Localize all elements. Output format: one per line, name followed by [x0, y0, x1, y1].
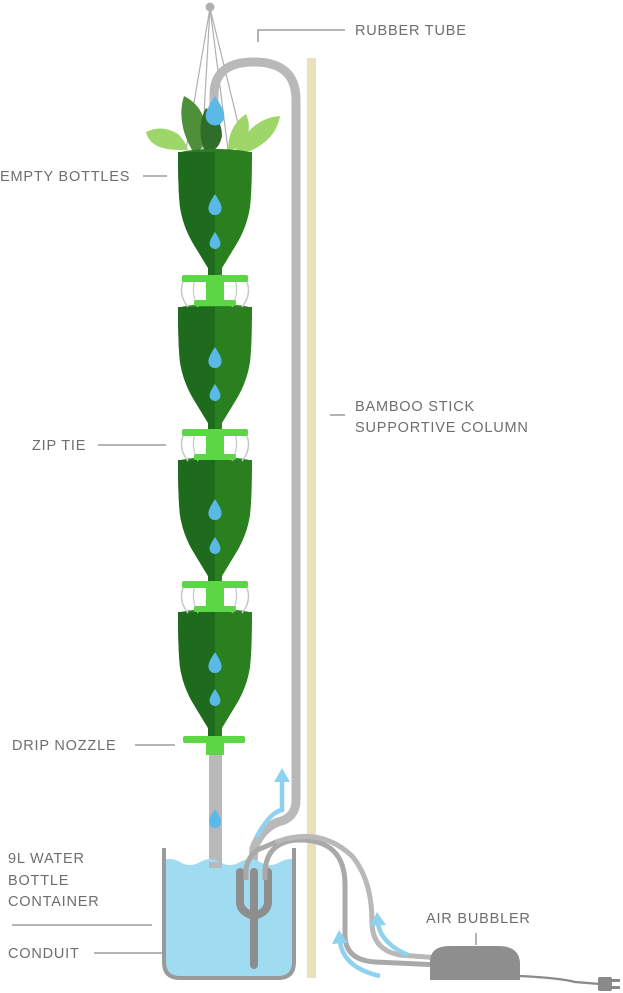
container-label-line1: 9L WATER [8, 851, 85, 867]
water-container [162, 848, 296, 980]
air-bubbler-label: AIR BUBBLER [426, 911, 531, 927]
air-bubbler-device [430, 946, 620, 991]
air-hose [262, 837, 441, 968]
flow-arrows [254, 768, 409, 979]
rubber-tube [209, 57, 301, 885]
leaf-icon [236, 116, 280, 152]
container-label-line3: CONTAINER [8, 894, 100, 910]
flow-arrow-icon [332, 930, 381, 979]
zip-tie-label: ZIP TIE [32, 438, 86, 454]
bottle-2 [178, 304, 252, 433]
container-water [164, 859, 294, 978]
air-hose-2 [243, 839, 277, 880]
leaf-icon [146, 128, 188, 150]
bamboo-stick-label: BAMBOO STICK [355, 399, 475, 415]
plug-icon [598, 977, 620, 991]
container-label-line2: BOTTLE [8, 873, 69, 889]
bottle-1 [178, 149, 252, 278]
leaf-icon [181, 96, 206, 150]
flow-arrow-icon [370, 912, 409, 958]
zip-tie-joint-2 [180, 429, 250, 462]
bamboo-stick [307, 58, 316, 978]
rubber-tube-label: RUBBER TUBE [355, 23, 467, 39]
bottle-3 [178, 457, 252, 586]
zip-tie-joint-1 [180, 275, 250, 308]
empty-bottles-label: EMPTY BOTTLES [0, 169, 130, 185]
plant [146, 96, 280, 152]
hook [205, 2, 215, 12]
conduit [236, 868, 272, 969]
drip-nozzle [183, 736, 245, 755]
drip-nozzle-label: DRIP NOZZLE [12, 738, 116, 754]
conduit-label: CONDUIT [8, 946, 80, 962]
flow-arrow-icon [254, 768, 290, 840]
zip-tie-joint-3 [180, 581, 250, 614]
bottle-4 [178, 609, 252, 738]
supportive-column-label: SUPPORTIVE COLUMN [355, 420, 529, 436]
leader-lines [12, 29, 477, 954]
